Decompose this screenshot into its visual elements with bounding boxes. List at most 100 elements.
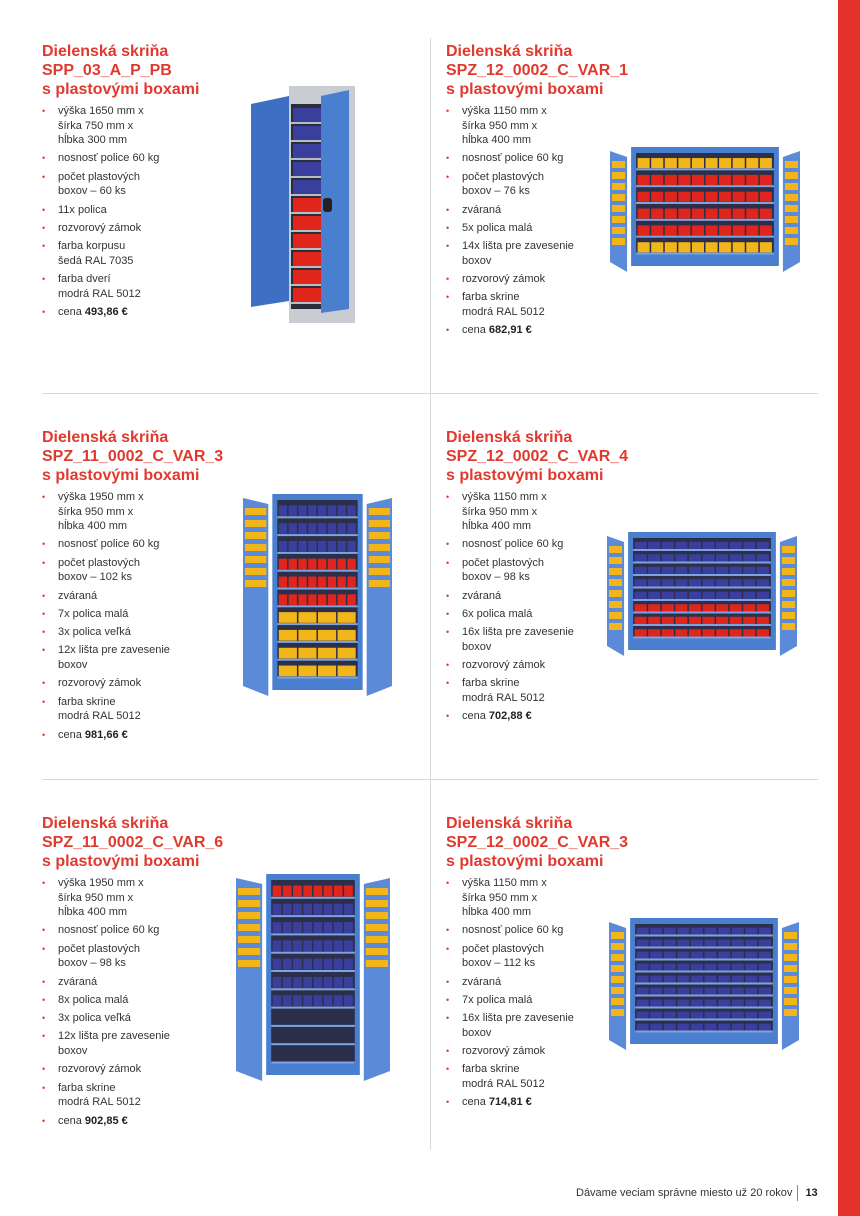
- spec-item: nosnosť police 60 kg: [42, 537, 422, 552]
- price-label: cena: [58, 728, 82, 741]
- spec-item: nosnosť police 60 kg: [446, 537, 826, 552]
- spec-item: 7x polica malá: [42, 607, 422, 622]
- spec-item: 8x polica malá: [42, 993, 422, 1008]
- cabinet-image: [236, 874, 390, 1081]
- spec-item: 16x lišta pre zavesenie boxov: [446, 1011, 826, 1040]
- spec-item: 3x polica veľká: [42, 1011, 422, 1026]
- product-title-line: s plastovými boxami: [446, 81, 604, 98]
- spec-item: počet plastových boxov – 76 ks: [446, 170, 826, 199]
- spec-item: rozvorový zámok: [446, 272, 826, 287]
- price-item: cena 902,85 €: [42, 1114, 422, 1129]
- price-label: cena: [462, 324, 486, 337]
- row-divider: [42, 393, 818, 394]
- product-title-line: s plastovými boxami: [446, 853, 604, 870]
- footer-slogan: Dávame veciam správne miesto už 20 rokov: [576, 1187, 793, 1199]
- spec-item: počet plastových boxov – 98 ks: [446, 556, 826, 585]
- spec-item: nosnosť police 60 kg: [42, 923, 422, 938]
- price-item: cena 714,81 €: [446, 1095, 826, 1110]
- spec-item: výška 1150 mm x šírka 950 mm x hĺbka 400…: [446, 876, 826, 920]
- red-side-bar: [838, 0, 860, 1216]
- spec-item: zváraná: [42, 975, 422, 990]
- spec-item: farba korpusu šedá RAL 7035: [42, 239, 422, 268]
- spec-item: zváraná: [446, 589, 826, 604]
- cabinet-image: [609, 918, 799, 1050]
- spec-item: zváraná: [42, 589, 422, 604]
- spec-item: výška 1150 mm x šírka 950 mm x hĺbka 400…: [446, 104, 826, 148]
- product-title-line: s plastovými boxami: [42, 467, 200, 484]
- spec-item: farba skrine modrá RAL 5012: [446, 676, 826, 705]
- product-title-line: SPZ_12_0002_C_VAR_4: [446, 448, 629, 465]
- spec-item: 16x lišta pre zavesenie boxov: [446, 625, 826, 654]
- spec-list: výška 1650 mm x šírka 750 mm x hĺbka 300…: [42, 104, 422, 320]
- spec-list: výška 1150 mm x šírka 950 mm x hĺbka 400…: [446, 104, 826, 338]
- spec-item: 12x lišta pre zavesenie boxov: [42, 643, 422, 672]
- spec-item: 6x polica malá: [446, 607, 826, 622]
- spec-item: nosnosť police 60 kg: [446, 923, 826, 938]
- spec-item: počet plastových boxov – 112 ks: [446, 942, 826, 971]
- column-divider: [430, 38, 431, 1150]
- spec-item: rozvorový zámok: [42, 1062, 422, 1077]
- spec-item: nosnosť police 60 kg: [42, 151, 422, 166]
- page-number: 13: [805, 1187, 818, 1199]
- product-title-line: s plastovými boxami: [42, 81, 200, 98]
- product-title-line: Dielenská skriňa: [42, 43, 169, 60]
- spec-item: farba skrine modrá RAL 5012: [446, 1062, 826, 1091]
- product-title-line: SPZ_12_0002_C_VAR_3: [446, 834, 629, 851]
- product-title-line: SPZ_11_0002_C_VAR_6: [42, 834, 224, 851]
- price-item: cena 682,91 €: [446, 323, 826, 338]
- price-item: cena 702,88 €: [446, 709, 826, 724]
- product-title-line: SPZ_11_0002_C_VAR_3: [42, 448, 224, 465]
- price-label: cena: [58, 1114, 82, 1127]
- spec-list: výška 1950 mm x šírka 950 mm x hĺbka 400…: [42, 490, 422, 742]
- spec-item: výška 1150 mm x šírka 950 mm x hĺbka 400…: [446, 490, 826, 534]
- product-title-line: Dielenská skriňa: [42, 815, 169, 832]
- spec-item: rozvorový zámok: [42, 676, 422, 691]
- price-value: 981,66 €: [84, 728, 128, 741]
- spec-item: rozvorový zámok: [42, 221, 422, 236]
- spec-item: farba skrine modrá RAL 5012: [42, 1081, 422, 1110]
- price-label: cena: [462, 1096, 486, 1109]
- product-title-line: s plastovými boxami: [42, 853, 200, 870]
- spec-item: 12x lišta pre zavesenie boxov: [42, 1029, 422, 1058]
- price-value: 493,86 €: [84, 305, 128, 318]
- spec-item: farba dverí modrá RAL 5012: [42, 272, 422, 301]
- spec-item: farba skrine modrá RAL 5012: [446, 290, 826, 319]
- spec-item: 11x polica: [42, 203, 422, 218]
- product-title-line: Dielenská skriňa: [446, 43, 573, 60]
- price-value: 702,88 €: [488, 710, 532, 723]
- spec-item: rozvorový zámok: [446, 1044, 826, 1059]
- product-title-line: s plastovými boxami: [446, 467, 604, 484]
- row-divider: [42, 779, 818, 780]
- spec-item: počet plastových boxov – 60 ks: [42, 170, 422, 199]
- product-title-line: Dielenská skriňa: [42, 429, 169, 446]
- spec-item: výška 1950 mm x šírka 950 mm x hĺbka 400…: [42, 490, 422, 534]
- spec-item: 14x lišta pre zavesenie boxov: [446, 239, 826, 268]
- cabinet-image: [610, 147, 800, 272]
- cabinet-image: [251, 86, 355, 323]
- price-label: cena: [462, 710, 486, 723]
- spec-item: 5x polica malá: [446, 221, 826, 236]
- cabinet-image: [607, 532, 797, 656]
- spec-item: zváraná: [446, 975, 826, 990]
- price-value: 682,91 €: [488, 324, 532, 337]
- spec-list: výška 1150 mm x šírka 950 mm x hĺbka 400…: [446, 490, 826, 724]
- spec-list: výška 1950 mm x šírka 950 mm x hĺbka 400…: [42, 876, 422, 1128]
- price-value: 902,85 €: [84, 1114, 128, 1127]
- product-title-line: SPZ_12_0002_C_VAR_1: [446, 62, 629, 79]
- price-item: cena 981,66 €: [42, 728, 422, 743]
- spec-item: rozvorový zámok: [446, 658, 826, 673]
- spec-item: farba skrine modrá RAL 5012: [42, 695, 422, 724]
- spec-item: 7x polica malá: [446, 993, 826, 1008]
- spec-item: nosnosť police 60 kg: [446, 151, 826, 166]
- price-item: cena 493,86 €: [42, 305, 422, 320]
